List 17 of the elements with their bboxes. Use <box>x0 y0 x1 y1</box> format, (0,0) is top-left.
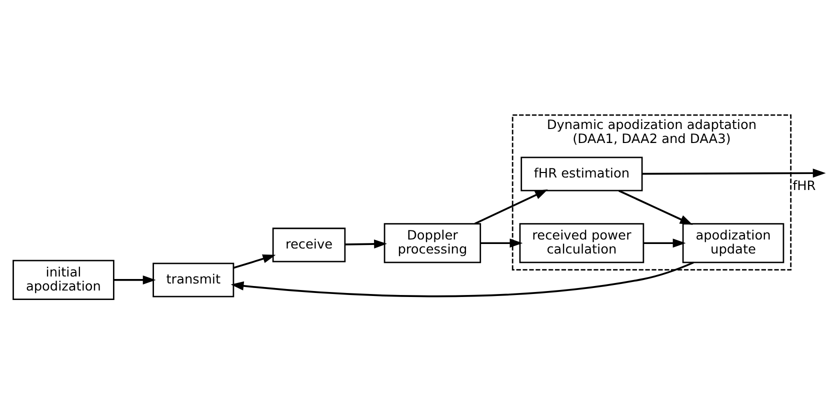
edge-label: fHR <box>792 178 816 194</box>
node-box: Doppler processing <box>384 223 482 264</box>
arrow <box>474 189 548 225</box>
node-box: fHR estimation <box>520 156 643 192</box>
arrow <box>114 275 156 284</box>
node-box: transmit <box>152 262 234 298</box>
node-box: initial apodization <box>12 260 114 300</box>
node-box: apodization update <box>682 223 784 264</box>
arrow <box>233 254 276 269</box>
node-box: receive <box>272 228 346 262</box>
node-box: received power calculation <box>519 223 644 264</box>
arrow <box>345 239 387 248</box>
arrow <box>618 190 693 225</box>
arrow <box>644 238 686 248</box>
arrow <box>642 168 826 178</box>
arrow <box>480 238 523 248</box>
arrow <box>230 262 694 298</box>
